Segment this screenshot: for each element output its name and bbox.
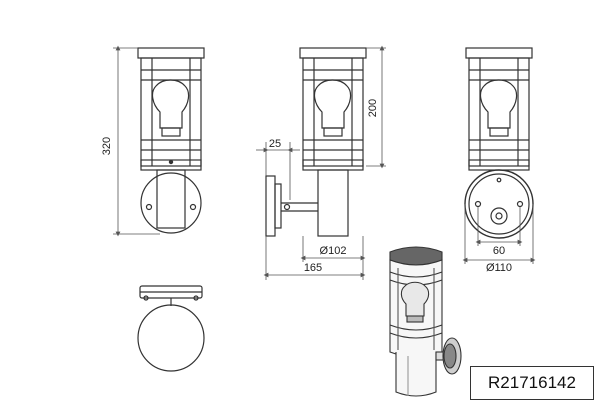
product-code-box: R21716142 (470, 366, 594, 400)
dim-label-diameter-110: Ø110 (486, 262, 512, 274)
dimension-spacing-60 (475, 207, 523, 246)
dimension-diameter-110 (462, 204, 536, 264)
dimension-depth-165 (263, 236, 366, 280)
dimension-diameter-102 (300, 236, 366, 262)
dimension-height-320 (113, 45, 160, 237)
front-view (137, 47, 205, 234)
dim-label-320: 320 (101, 137, 113, 155)
perspective-view (389, 246, 462, 397)
dim-label-200: 200 (367, 99, 379, 117)
dimension-height-200 (366, 45, 386, 169)
dim-label-25: 25 (269, 138, 281, 150)
product-code: R21716142 (488, 373, 576, 392)
side-view (265, 47, 367, 237)
top-view (137, 285, 205, 372)
back-view (464, 47, 534, 239)
dim-label-60: 60 (493, 245, 505, 257)
dimension-offset-25 (256, 142, 300, 200)
dim-label-diameter-102: Ø102 (320, 245, 347, 257)
dim-label-165: 165 (304, 262, 322, 274)
